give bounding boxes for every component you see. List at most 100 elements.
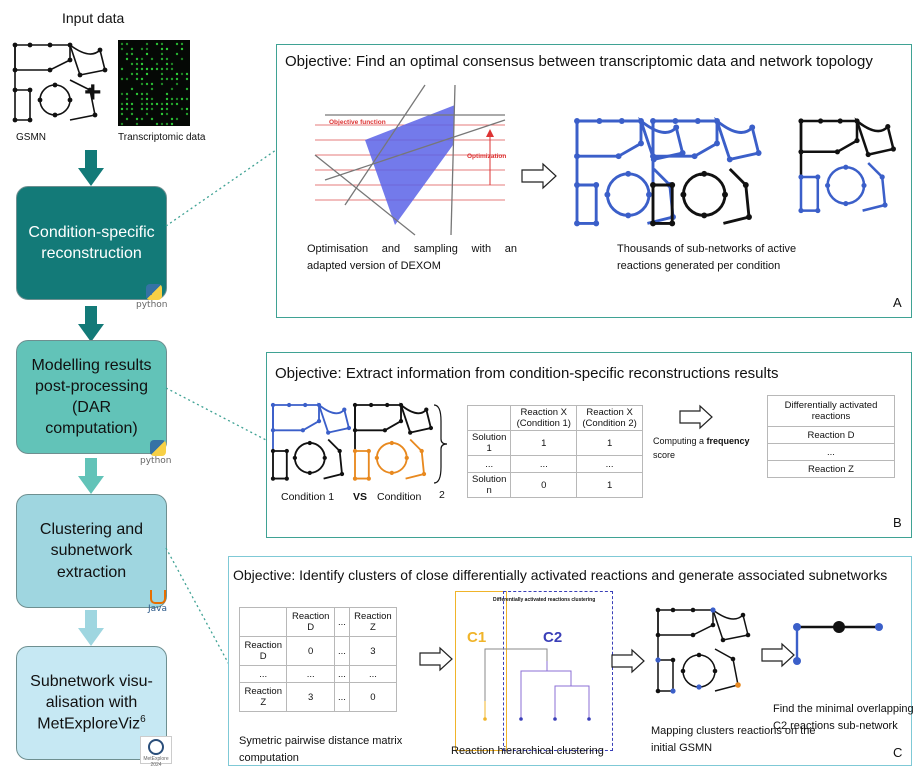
- python-icon: [146, 284, 162, 300]
- microarray-spot: [145, 42, 149, 46]
- microarray-spot: [125, 92, 129, 96]
- python-logo-2: python: [140, 440, 171, 466]
- panel-b-label: B: [893, 515, 902, 530]
- microarray-spot: [170, 87, 174, 91]
- microarray-spot: [185, 87, 189, 91]
- microarray-spot: [165, 57, 169, 61]
- microarray-spot: [175, 82, 179, 86]
- network-edge: [681, 172, 727, 217]
- network-node: [618, 118, 625, 124]
- input-title: Input data: [62, 10, 125, 26]
- panel-a-objective: Objective: Find an optimal consensus bet…: [285, 53, 873, 70]
- java-logo: Java: [148, 590, 167, 614]
- c1-label: C1: [467, 629, 487, 646]
- optimization-polytope-diagram: [314, 84, 506, 236]
- microarray-spot: [120, 102, 124, 106]
- microarray-spot: [160, 107, 164, 111]
- network-edge: [854, 117, 895, 157]
- microarray-spot: [165, 77, 169, 81]
- metexplore-icon: [148, 739, 164, 755]
- microarray-spot: [165, 62, 169, 66]
- network-node: [638, 140, 644, 147]
- microarray-spot: [165, 97, 169, 101]
- network-node: [854, 138, 860, 144]
- step-reconstruction: Condition-specific reconstruction: [16, 186, 167, 300]
- microarray-spot: [160, 57, 164, 61]
- network-node: [646, 191, 652, 198]
- microarray-spot: [175, 117, 179, 121]
- microarray-spot: [135, 77, 139, 81]
- network-node: [270, 402, 276, 408]
- network-node: [672, 118, 679, 124]
- python-logo-1: python: [136, 284, 167, 310]
- microarray-spot: [180, 42, 184, 46]
- microarray-spot: [145, 67, 149, 71]
- network-node: [322, 455, 327, 461]
- network-node: [650, 182, 656, 188]
- network-node: [680, 191, 687, 198]
- microarray-spot: [140, 77, 144, 81]
- network-node: [382, 428, 388, 433]
- network-node: [701, 170, 708, 177]
- network-node: [669, 182, 676, 188]
- microarray-spot: [135, 117, 139, 121]
- network-node: [798, 174, 804, 180]
- microarray-spot: [140, 82, 144, 86]
- microarray-spot: [145, 72, 149, 76]
- microarray-spot: [145, 82, 149, 86]
- network-node: [284, 476, 289, 481]
- caption-subnetworks: Thousands of sub-networks of active reac…: [617, 243, 797, 273]
- panel-a: Objective: Find an optimal consensus bet…: [276, 44, 912, 318]
- network-node: [798, 149, 804, 155]
- network-node: [755, 150, 762, 156]
- step-clustering-label: Clustering and subnetwork extraction: [39, 521, 144, 581]
- network-node: [389, 440, 394, 446]
- gsmn-label: GSMN: [16, 132, 46, 143]
- network-node: [428, 425, 434, 431]
- microarray-spot: [165, 67, 169, 71]
- step-reconstruction-label: Condition-specific reconstruction: [28, 223, 155, 262]
- microarray-spot: [125, 42, 129, 46]
- network-edge: [862, 162, 887, 212]
- network-edge: [354, 404, 402, 432]
- network-edge: [354, 450, 370, 480]
- microarray-spot: [175, 42, 179, 46]
- network-node: [398, 402, 404, 408]
- arrow-right-icon: [521, 162, 557, 190]
- microarray-spot: [135, 57, 139, 61]
- microarray-spot: [185, 97, 189, 101]
- microarray-spot: [125, 102, 129, 106]
- caption-mapping: Mapping clusters reactions on the initia…: [651, 725, 816, 755]
- microarray-spot: [130, 52, 134, 56]
- transcriptomic-label: Transcriptomic data: [118, 132, 206, 143]
- network-node: [638, 118, 644, 124]
- network-node: [574, 118, 580, 124]
- microarray-spot: [170, 122, 174, 126]
- microarray-spot: [150, 82, 154, 86]
- network-node: [270, 428, 276, 433]
- table-row: .........: [466, 455, 643, 473]
- microarray-spot: [140, 92, 144, 96]
- network-node: [673, 124, 680, 131]
- dendrogram: [483, 648, 591, 721]
- network-node: [292, 455, 297, 461]
- network-node: [650, 118, 656, 124]
- network-node: [337, 448, 342, 454]
- network-edge: [272, 450, 288, 480]
- network-node: [854, 118, 860, 124]
- dar-table: Differentially activated reactions React…: [767, 395, 895, 478]
- network-edge: [375, 442, 408, 474]
- network-node: [574, 220, 580, 227]
- network-node: [574, 182, 580, 188]
- microarray-spot: [160, 47, 164, 51]
- arrow-right-icon: [761, 642, 795, 668]
- network-node: [694, 118, 701, 124]
- microarray-spot: [150, 107, 154, 111]
- step-postprocessing-label: Modelling results post-processing (DAR c…: [31, 356, 152, 438]
- network-node: [593, 220, 600, 227]
- network-node: [746, 214, 752, 220]
- network-edge: [575, 119, 643, 158]
- microarray-spot: [135, 122, 139, 126]
- arrow-right-icon: [611, 648, 645, 674]
